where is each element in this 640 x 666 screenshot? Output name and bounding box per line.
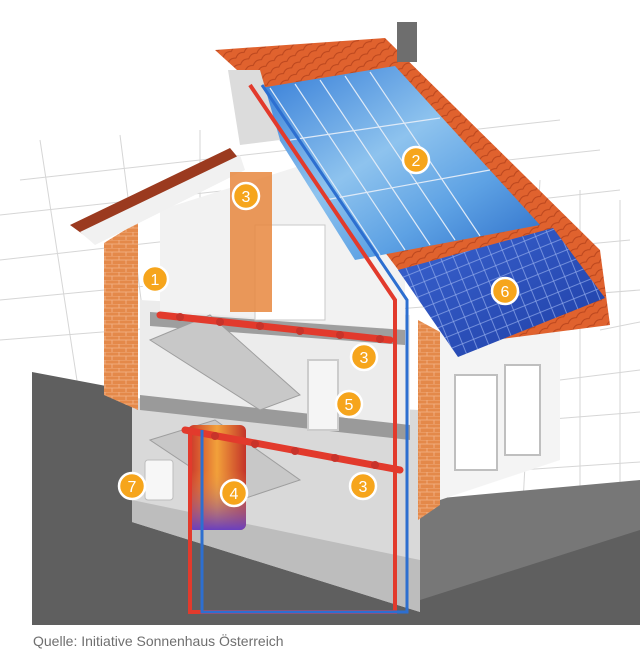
brick-wall-right (418, 320, 440, 520)
auxiliary-heater (144, 459, 174, 501)
callout-number: 3 (360, 350, 369, 367)
solar-thermal-grid (269, 71, 491, 256)
roof-left-eave (80, 155, 245, 245)
callout-2-solar-thermal-collector: 2 (401, 145, 431, 175)
brick-wall-left (104, 222, 138, 410)
callout-3-ceiling-heating-lower: 3 (348, 471, 378, 501)
callout-number: 3 (359, 479, 368, 496)
pipe-nodes (176, 313, 384, 469)
image-source-caption: Quelle: Initiative Sonnenhaus Österreich (33, 633, 284, 649)
chimney (397, 22, 417, 62)
callout-number: 6 (501, 284, 510, 301)
callout-4-heat-storage-tank: 4 (219, 478, 249, 508)
callout-3-wall-heating-attic: 3 (231, 181, 261, 211)
callout-5-ventilation-unit: 5 (334, 389, 364, 419)
solar-thermal-collector (248, 66, 540, 260)
callout-3-ceiling-heating-upper: 3 (349, 342, 379, 372)
roof-left (70, 148, 240, 238)
ground-floor-slab (140, 395, 410, 440)
attic-gable (228, 70, 280, 145)
ground-right-surface (420, 480, 640, 600)
callout-1-brick-wall: 1 (140, 264, 170, 294)
callout-7-auxiliary-heater: 7 (117, 471, 147, 501)
callout-number: 1 (151, 272, 160, 289)
callout-number: 5 (345, 397, 354, 414)
ventilation-unit (307, 359, 339, 431)
callout-number: 7 (128, 479, 137, 496)
callout-6-photovoltaic-panel: 6 (490, 276, 520, 306)
callout-number: 4 (230, 486, 239, 503)
callout-number: 2 (412, 153, 421, 170)
solar-circuit-pipes (188, 83, 409, 614)
callout-number: 3 (242, 189, 251, 206)
windows-right (454, 364, 541, 471)
